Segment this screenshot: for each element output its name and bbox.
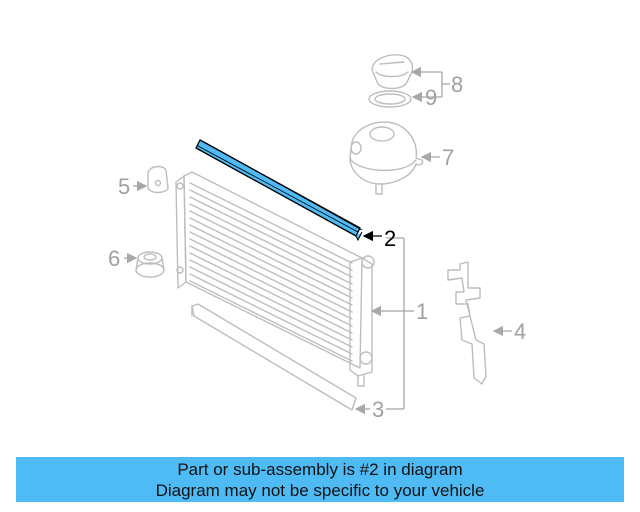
callout-2[interactable]: 2: [384, 226, 396, 251]
callout-6[interactable]: 6: [108, 246, 120, 271]
part-4-side-deflector[interactable]: [447, 261, 487, 385]
callout-1[interactable]: 1: [416, 299, 428, 324]
part-6-lower-mount[interactable]: [135, 251, 165, 278]
part-3-lower-air-guide[interactable]: [191, 303, 357, 411]
info-banner: Part or sub-assembly is #2 in diagram Di…: [16, 457, 624, 502]
part-7-coolant-reservoir[interactable]: [349, 121, 424, 195]
callout-3[interactable]: 3: [372, 397, 384, 422]
part-9-seal-ring[interactable]: [368, 90, 412, 108]
part-5-bushing[interactable]: [147, 165, 169, 194]
part-8-reservoir-cap[interactable]: [371, 54, 414, 90]
banner-line-part: Part or sub-assembly is #2 in diagram: [177, 459, 463, 479]
callout-8[interactable]: 8: [451, 72, 463, 97]
banner-line-disclaimer: Diagram may not be specific to your vehi…: [155, 480, 485, 500]
parts-diagram: 5 6 8 9 7 2 1 3 4: [108, 54, 526, 422]
callout-4[interactable]: 4: [514, 319, 526, 344]
part-2-seal-strip[interactable]: [195, 139, 363, 242]
part-1-radiator[interactable]: [175, 171, 375, 387]
callout-9[interactable]: 9: [425, 85, 437, 110]
callout-5[interactable]: 5: [118, 174, 130, 199]
callout-7[interactable]: 7: [442, 145, 454, 170]
